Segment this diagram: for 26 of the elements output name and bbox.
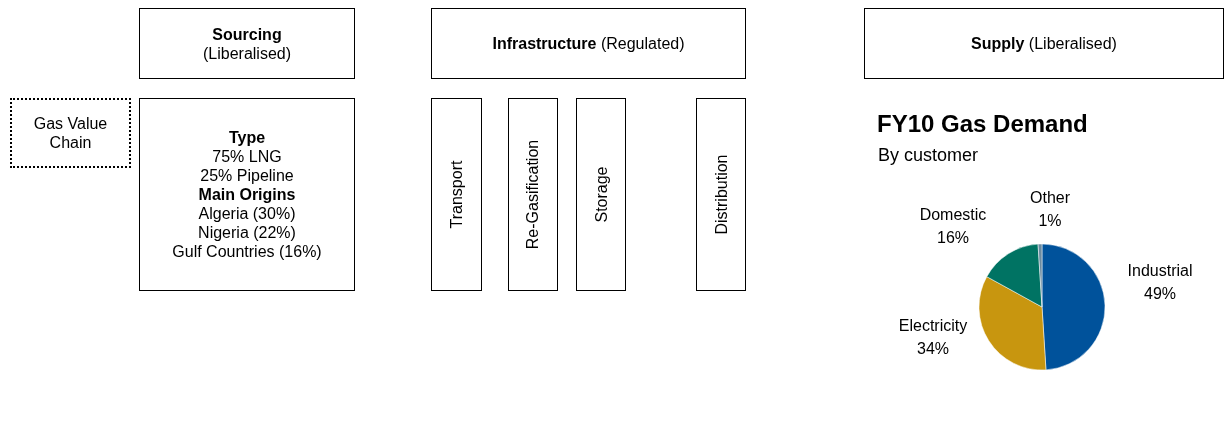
detail-text: 25% Pipeline — [200, 166, 294, 185]
row-label-box: Gas Value Chain — [10, 98, 131, 168]
process-box — [696, 98, 746, 291]
slice-label: Domestic 16% — [919, 205, 987, 248]
process-label: Distribution — [711, 154, 731, 235]
slice-label: Electricity 34% — [898, 316, 968, 359]
process-label: Transport — [447, 160, 466, 229]
chart-subtitle: By customer — [878, 145, 979, 166]
slice-label: Industrial 49% — [1127, 261, 1193, 304]
process-box — [576, 98, 626, 291]
detail-text: Gulf Countries (16%) — [172, 242, 322, 261]
process-box — [508, 98, 558, 291]
process-label: Re-Gasification — [523, 139, 543, 250]
detail-text: Nigeria (22%) — [198, 223, 296, 242]
stage-header-box: Sourcing (Liberalised) — [139, 8, 355, 79]
section-heading: Main Origins — [198, 185, 296, 204]
section-heading: Type — [228, 128, 266, 147]
stage-header-box: Infrastructure (Regulated) — [431, 8, 746, 79]
stage-header-box: Supply (Liberalised) — [864, 8, 1224, 79]
detail-box — [139, 98, 355, 291]
detail-text: 75% LNG — [212, 147, 282, 166]
process-label: Storage — [591, 166, 611, 223]
chart-title: FY10 Gas Demand — [877, 110, 1088, 138]
slice-label: Other 1% — [1030, 188, 1070, 231]
detail-text: Algeria (30%) — [198, 204, 296, 223]
process-box — [431, 98, 482, 291]
